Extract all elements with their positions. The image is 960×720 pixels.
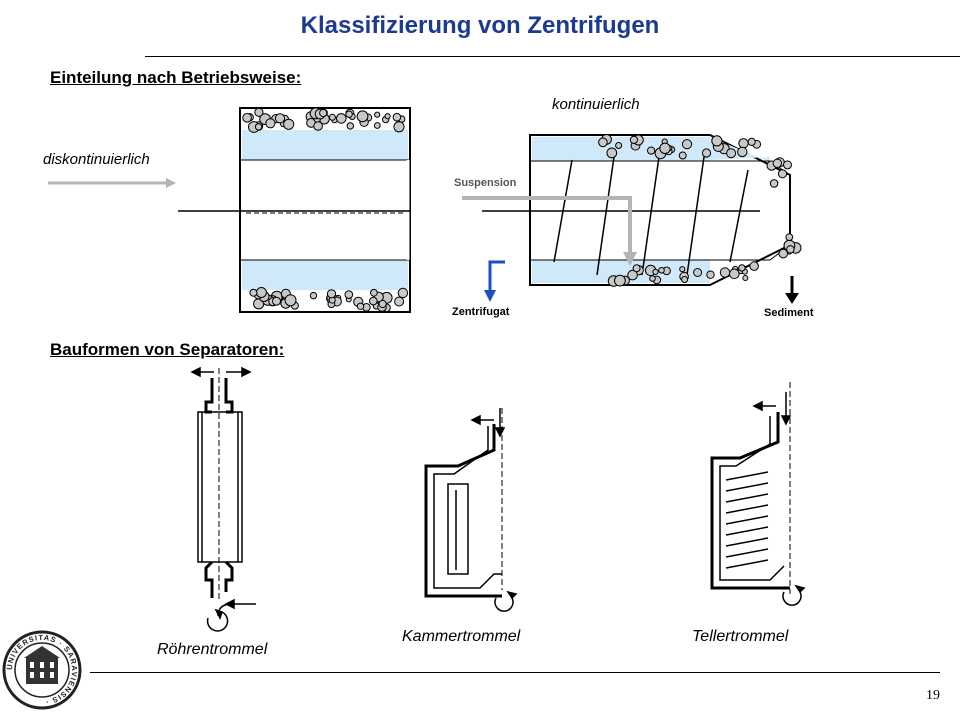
separator-disc [725, 493, 769, 503]
sediment-particle [627, 269, 638, 281]
sediment-particle [274, 113, 286, 124]
sediment-particle [392, 112, 402, 122]
separator-disc [725, 548, 769, 558]
sediment-particle [272, 296, 281, 306]
sediment-particle [701, 148, 712, 158]
sediment-particle [769, 179, 779, 188]
sediment-particle [384, 113, 391, 120]
section-heading-betriebsweise: Einteilung nach Betriebsweise: [50, 68, 302, 87]
separator-disc [725, 515, 769, 525]
label-diskontinuierlich: diskontinuierlich [43, 151, 150, 168]
title-rule [145, 56, 960, 57]
sediment-particle [336, 113, 347, 124]
label-zentrifugat: Zentrifugat [452, 306, 510, 318]
sediment-particle [742, 275, 749, 281]
sediment-particle [681, 139, 693, 150]
sediment-particle [652, 268, 659, 275]
sediment-particle [254, 107, 264, 117]
sediment-particle [393, 121, 405, 133]
sediment-particle [326, 289, 337, 299]
sediment-particle [783, 160, 792, 170]
sediment-particle [614, 274, 626, 287]
sediment-particle [346, 122, 354, 130]
sediment-particle [249, 288, 258, 297]
caption-tellertrommel: Tellertrommel [692, 628, 789, 645]
sediment-particle [283, 118, 295, 130]
sediment-particle [679, 266, 686, 273]
sediment-particle [356, 302, 365, 310]
sediment-particle [265, 118, 276, 129]
sediment-particle [658, 267, 665, 274]
separator-disc [725, 482, 769, 492]
label-sediment: Sediment [764, 307, 814, 319]
section-heading-separatoren: Bauformen von Separatoren: [50, 340, 285, 359]
sediment-particle [598, 137, 608, 148]
sediment-particle [786, 245, 795, 254]
sediment-particle [726, 148, 737, 159]
sediment-particle [345, 110, 353, 118]
sediment-particle [319, 108, 328, 118]
sediment-particle [313, 121, 323, 131]
sediment-particle [606, 147, 618, 159]
sediment-particle [719, 267, 731, 278]
sediment-particle [356, 110, 369, 123]
sediment-particle [397, 287, 409, 299]
sediment-particle [254, 123, 263, 131]
separator-discs [725, 471, 769, 569]
sediment-particle [772, 158, 782, 169]
separator-disc [725, 504, 769, 514]
sediment-particle [647, 146, 656, 155]
sediment-particle [284, 294, 297, 307]
page-title: Klassifizierung von Zentrifugen [300, 12, 660, 39]
sediment-particle [706, 270, 715, 279]
sediment-particle [737, 146, 748, 158]
sediment-particle [678, 151, 687, 160]
sediment-particles-decanter [598, 134, 802, 287]
page-number: 19 [926, 688, 940, 703]
sediment-particle [242, 113, 252, 123]
sediment-particle [778, 248, 789, 259]
sediment-particle [344, 290, 354, 299]
separator-disc [725, 559, 769, 569]
sediment-particle [369, 296, 378, 306]
sediment-particle [370, 288, 378, 297]
sediment-particles-bottom [249, 287, 409, 313]
sediment-particle [309, 291, 318, 300]
sediment-particle [681, 276, 689, 283]
sediment-particle [373, 122, 381, 129]
sediment-particle [693, 268, 703, 277]
sediment-particle [394, 296, 405, 307]
sediment-particle [785, 233, 794, 242]
separator-disc [725, 526, 769, 536]
caption-kammertrommel: Kammertrommel [402, 628, 521, 645]
caption-roehrentrommel: Röhrentrommel [157, 641, 268, 658]
sediment-particles-top [242, 107, 406, 133]
sediment-particle [615, 142, 623, 149]
university-seal-logo: UNIVERSITAS · SARAVIENSIS · [2, 630, 82, 710]
footer-rule [90, 672, 940, 673]
sediment-particle [749, 261, 759, 271]
label-suspension: Suspension [454, 177, 517, 189]
sediment-particle [711, 135, 723, 147]
sediment-particle [629, 135, 639, 144]
separator-disc [725, 471, 769, 481]
sediment-particle [378, 299, 387, 309]
label-kontinuierlich: kontinuierlich [552, 96, 640, 113]
sediment-particle [777, 169, 788, 179]
sediment-particle [374, 111, 381, 118]
separator-disc [725, 537, 769, 547]
sediment-particle [632, 264, 641, 273]
sediment-particle [659, 142, 671, 155]
sediment-particle [738, 264, 746, 272]
